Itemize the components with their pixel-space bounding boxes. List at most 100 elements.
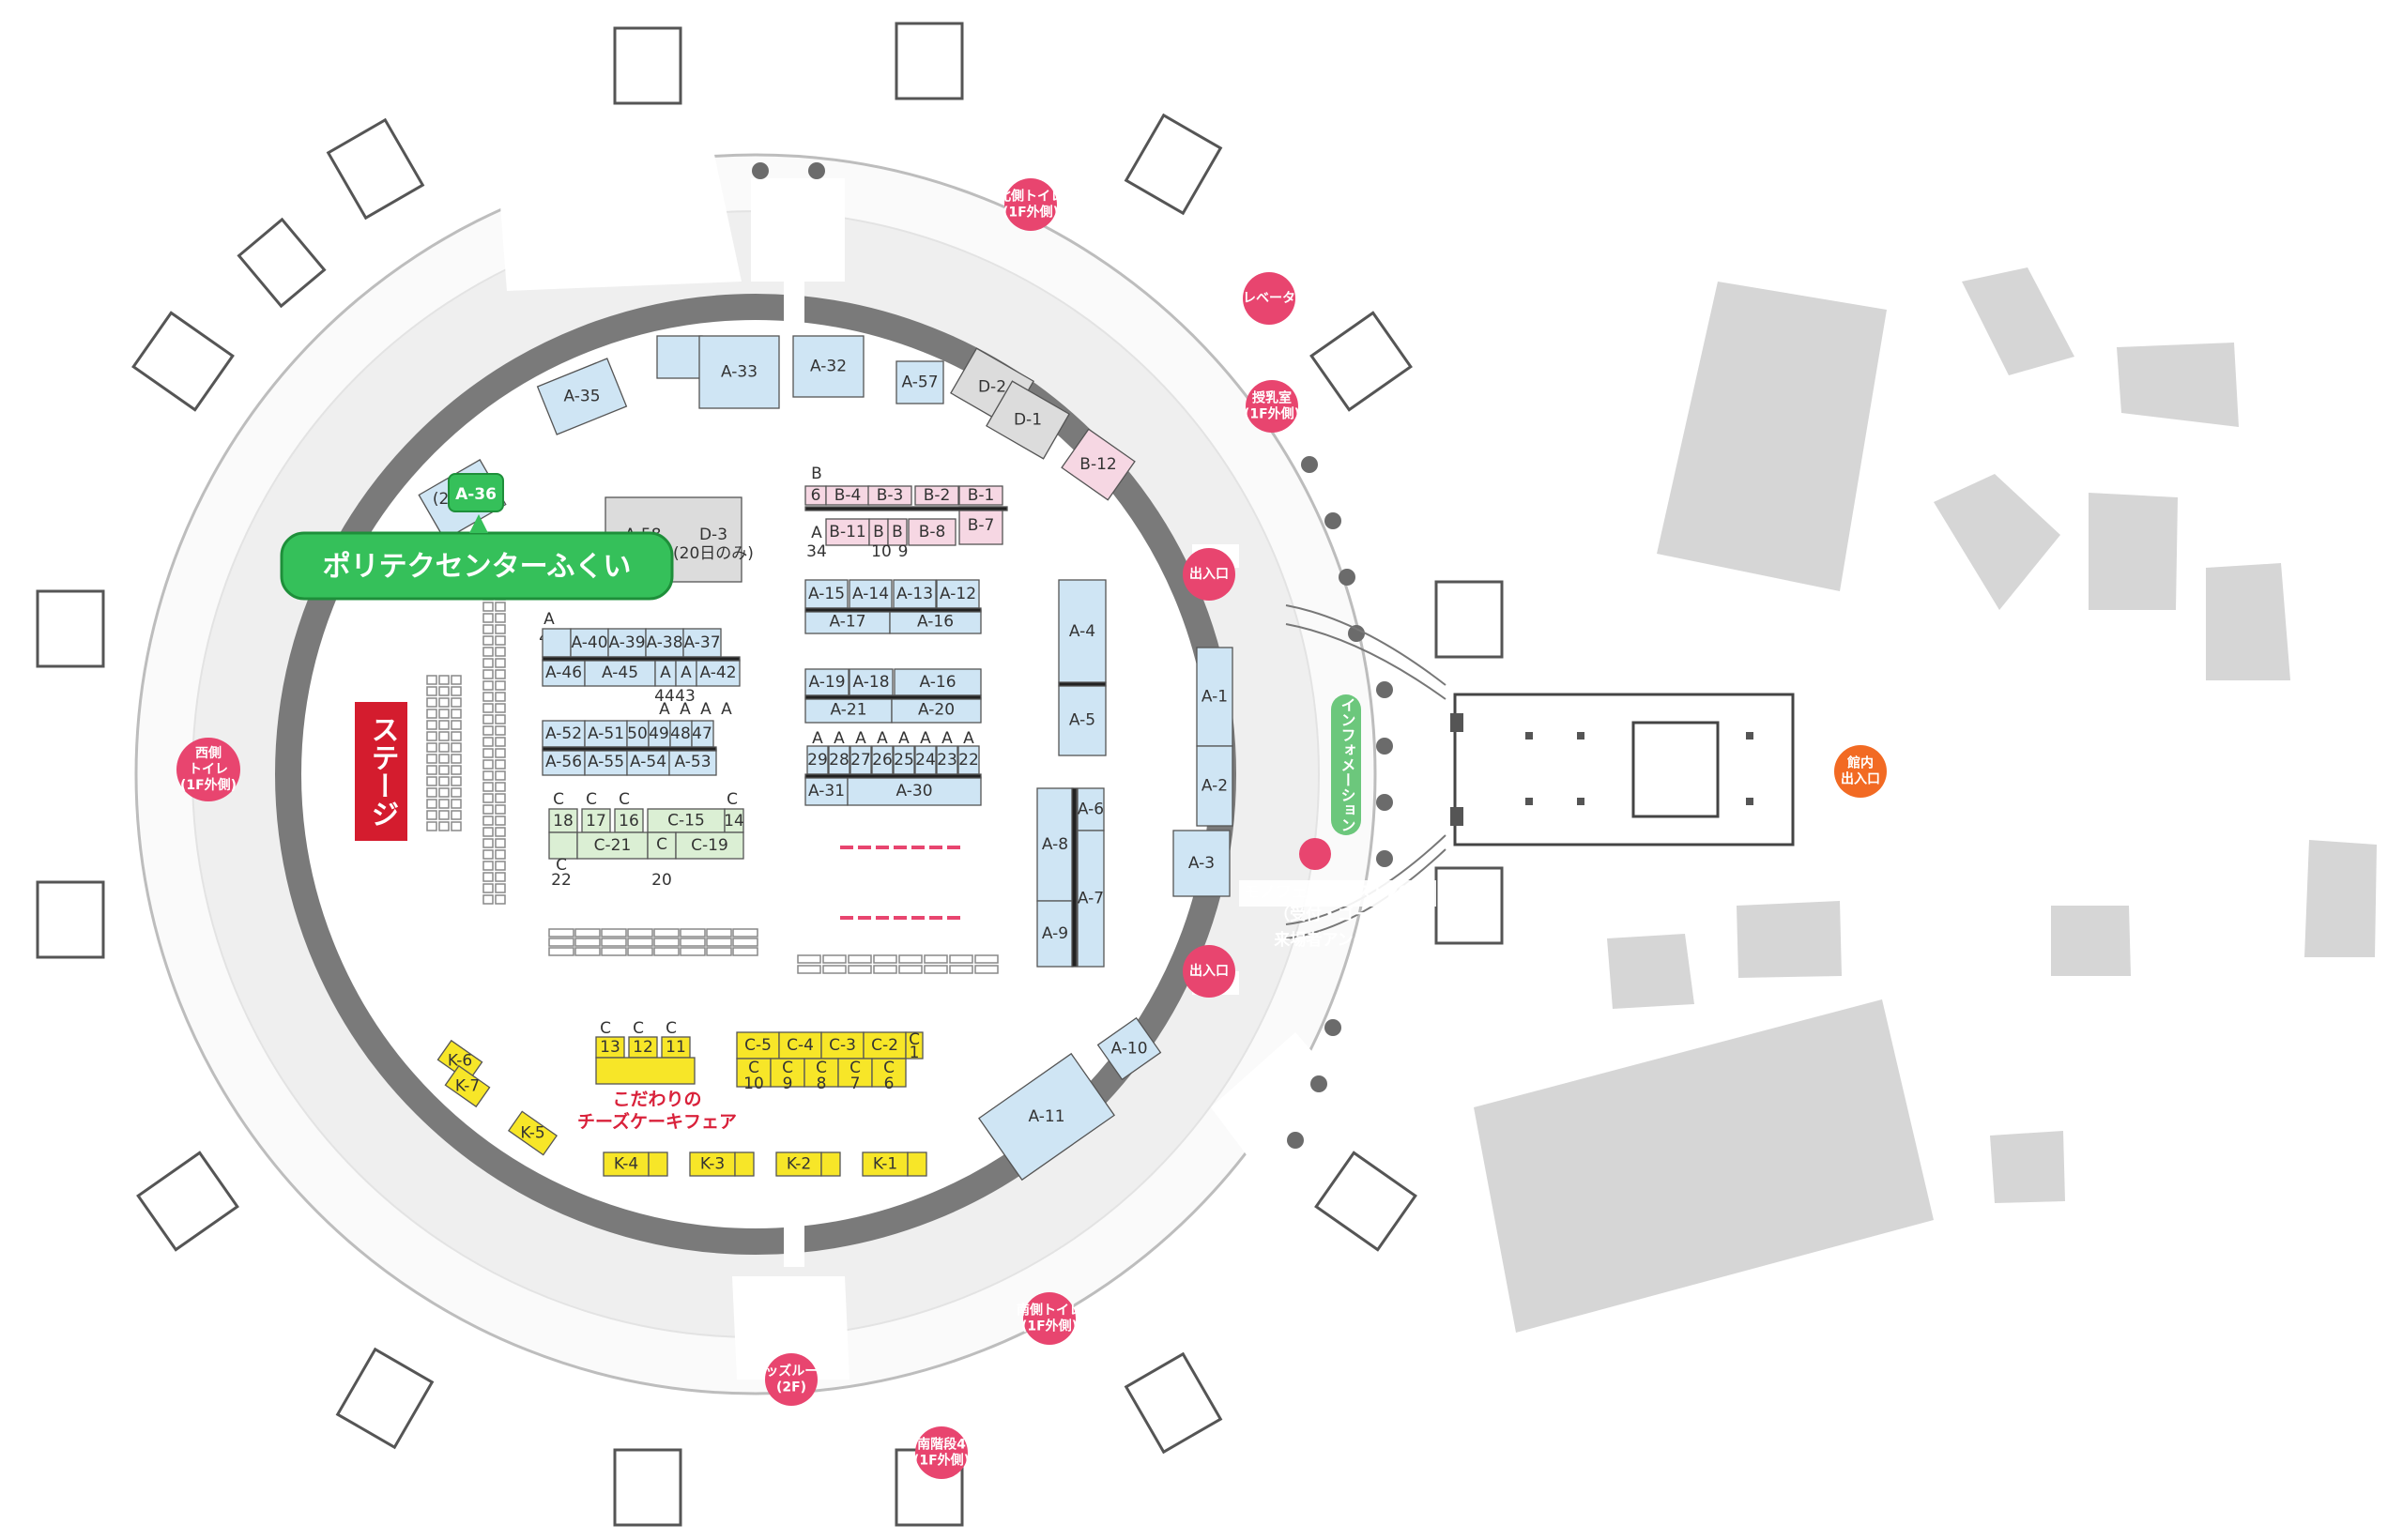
booth-a-16[interactable] [894,668,982,696]
booth-a-41[interactable] [542,628,572,658]
a-divider[interactable] [1071,787,1078,968]
booth-a-35[interactable] [536,358,628,435]
booth-a-5[interactable] [1058,684,1107,756]
booth-y-small[interactable] [648,1151,668,1177]
booth-a-45[interactable] [584,659,656,687]
booth-y-small[interactable] [770,1058,805,1088]
booth-b-7[interactable] [958,506,1003,545]
booth-a-16[interactable] [889,609,982,634]
booth-c-small[interactable] [581,808,611,833]
booth-y-small[interactable] [804,1058,839,1088]
booth-k-4[interactable] [603,1151,650,1177]
booth-a-10[interactable] [1096,1016,1162,1081]
booth-a-18[interactable] [849,668,894,696]
booth-k-6[interactable] [436,1039,483,1083]
booth-a-3[interactable] [1172,830,1231,897]
booth-b-12[interactable] [1061,428,1136,501]
seat [495,703,506,713]
facility-entrance-n[interactable] [1183,548,1235,601]
booth-a-17[interactable] [804,609,891,634]
booth-a-56[interactable] [542,748,586,776]
booth-a-46[interactable] [542,659,586,687]
facility-north-toilet[interactable] [1004,178,1057,231]
booth-y-small[interactable] [907,1151,927,1177]
booth-c-small[interactable] [548,808,578,833]
booth-c-3[interactable] [820,1031,865,1060]
facility-kids-room[interactable] [765,1353,818,1406]
booth-b-2[interactable] [914,485,959,506]
booth-a-53[interactable] [668,748,717,776]
booth-y-small[interactable] [734,1151,755,1177]
b-divider[interactable] [804,506,1008,511]
a-divider[interactable] [542,656,741,662]
booth-y-small[interactable] [871,1058,907,1088]
seat [974,965,999,974]
seat [482,725,494,736]
booth-k-7[interactable] [444,1064,491,1108]
booth-y[interactable] [595,1057,696,1085]
a-divider[interactable] [804,773,982,779]
seat [482,782,494,792]
booth-a-6[interactable] [1077,787,1105,831]
booth-a-32[interactable] [792,335,865,398]
highlight-callout[interactable]: A-36 ポリテクセンターふくい [280,473,674,601]
booth-k-1[interactable] [862,1151,909,1177]
facility-elevator[interactable] [1243,272,1295,325]
booth-b-8[interactable] [908,518,957,546]
booth-a-21[interactable] [804,696,893,724]
num-label: 50 [627,724,648,743]
booth-a-33[interactable] [698,335,780,409]
seat [574,938,601,947]
booth-a-31[interactable] [804,776,849,806]
booth-a-30[interactable] [847,776,982,806]
booth-label: A-17 [829,613,865,632]
facility-entrance-s[interactable] [1183,945,1235,998]
booth-a-51[interactable] [584,720,628,748]
booth-a-1[interactable] [1196,647,1233,747]
booth-a-39[interactable] [607,628,647,658]
seat [495,714,506,724]
booth-a-57[interactable] [895,360,944,404]
booth-d-1[interactable] [986,380,1070,460]
booth-[interactable] [656,335,703,379]
booth-a-38[interactable] [645,628,684,658]
booth-y-small[interactable] [736,1058,772,1088]
booth-b-1[interactable] [958,485,1003,506]
booth-a-2[interactable] [1196,745,1233,827]
booth-y-small[interactable] [820,1151,841,1177]
booth-c-15[interactable] [647,808,726,833]
booth-a-12[interactable] [936,579,980,609]
a-divider[interactable] [542,746,717,752]
information-desk[interactable]: インフォメーション [1331,694,1361,835]
booth-c-2[interactable] [863,1031,907,1060]
a-divider[interactable] [1058,681,1107,687]
booth-c-21[interactable] [576,831,649,860]
booth-k-5[interactable] [507,1110,559,1156]
facility-west-toilet[interactable] [176,738,240,801]
booth-a-19[interactable] [804,668,849,696]
booth-a-14[interactable] [849,579,893,609]
booth-b-3[interactable] [867,485,912,506]
facility-south-stairs[interactable] [915,1426,968,1479]
booth-a-4[interactable] [1058,579,1107,684]
facility-south-toilet[interactable] [1023,1292,1076,1345]
booth-y-small[interactable] [905,1031,924,1060]
a-divider[interactable] [804,694,982,700]
booth-c-19[interactable] [675,831,744,860]
num-label: 23 [937,751,957,770]
seat [482,861,494,871]
booth-b-11[interactable] [825,518,870,546]
booth-c-small[interactable] [548,831,578,860]
booth-c-4[interactable] [778,1031,822,1060]
a-divider[interactable] [804,607,982,613]
b-top-label: B [811,465,822,483]
booth-a-42[interactable] [696,659,741,687]
booth-a-11[interactable] [978,1052,1115,1182]
seat [482,692,494,702]
facility-hall-entrance[interactable] [1834,745,1887,798]
booth-k-2[interactable] [775,1151,822,1177]
booth-k-3[interactable] [689,1151,736,1177]
booth-a-7[interactable] [1077,830,1105,968]
booth-b[interactable] [887,518,908,546]
facility-nursing[interactable] [1246,380,1298,433]
